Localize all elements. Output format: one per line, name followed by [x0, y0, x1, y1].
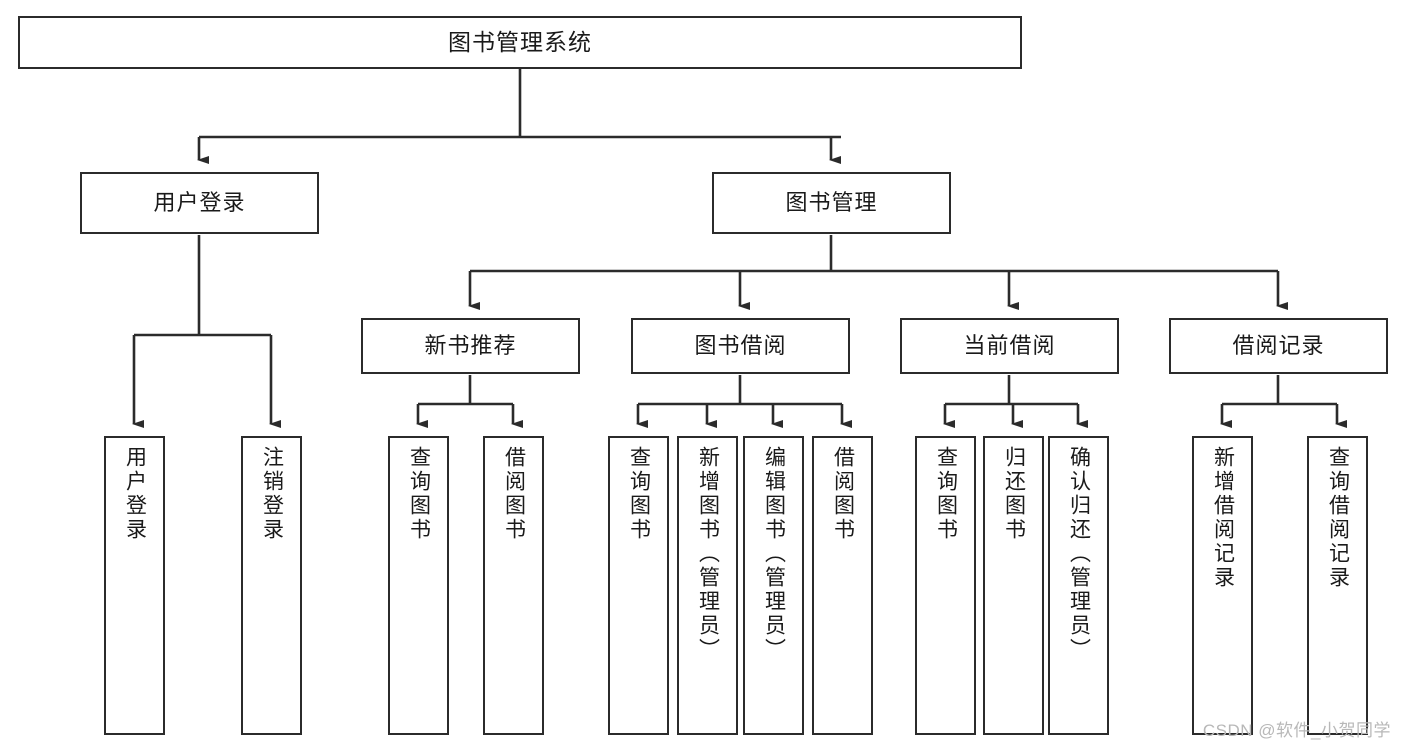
node-label: 查询图书 [627, 446, 651, 542]
node-borrow-records[interactable]: 借阅记录 [1169, 318, 1388, 374]
node-label: 当前借阅 [963, 332, 1056, 358]
node-new-book-recommendation[interactable]: 新书推荐 [361, 318, 580, 374]
node-label: 查询图书 [934, 446, 958, 542]
node-label: 新增图书（管理员） [696, 446, 720, 662]
node-label: 图书管理系统 [448, 28, 592, 55]
node-label: 查询图书 [407, 446, 431, 542]
node-leaf-query-books-recommend[interactable]: 查询图书 [388, 436, 449, 735]
node-leaf-borrow-books[interactable]: 借阅图书 [812, 436, 873, 735]
node-label: 归还图书 [1002, 446, 1026, 542]
node-current-borrowing[interactable]: 当前借阅 [900, 318, 1119, 374]
node-leaf-logout[interactable]: 注销登录 [241, 436, 302, 735]
node-label: 用户登录 [153, 189, 246, 215]
node-label: 编辑图书（管理员） [762, 446, 786, 662]
node-label: 用户登录 [123, 446, 147, 542]
node-book-management[interactable]: 图书管理 [712, 172, 951, 234]
node-leaf-edit-book-admin[interactable]: 编辑图书（管理员） [743, 436, 804, 735]
node-label: 借阅图书 [502, 446, 526, 542]
node-user-login[interactable]: 用户登录 [80, 172, 319, 234]
node-leaf-add-borrow-record[interactable]: 新增借阅记录 [1192, 436, 1253, 735]
node-label: 新书推荐 [424, 332, 517, 358]
node-label: 借阅记录 [1232, 332, 1325, 358]
node-root-book-management-system[interactable]: 图书管理系统 [18, 16, 1022, 69]
node-leaf-query-books-borrowing[interactable]: 查询图书 [608, 436, 669, 735]
node-leaf-query-borrow-record[interactable]: 查询借阅记录 [1307, 436, 1368, 735]
node-label: 借阅图书 [831, 446, 855, 542]
node-leaf-add-book-admin[interactable]: 新增图书（管理员） [677, 436, 738, 735]
node-leaf-confirm-return-admin[interactable]: 确认归还（管理员） [1048, 436, 1109, 735]
node-leaf-return-books[interactable]: 归还图书 [983, 436, 1044, 735]
node-label: 新增借阅记录 [1211, 446, 1235, 590]
node-leaf-borrow-books-recommend[interactable]: 借阅图书 [483, 436, 544, 735]
csdn-watermark: CSDN @软件_小贺同学 [1202, 721, 1391, 740]
node-book-borrowing[interactable]: 图书借阅 [631, 318, 850, 374]
node-leaf-query-books-current[interactable]: 查询图书 [915, 436, 976, 735]
node-leaf-user-login[interactable]: 用户登录 [104, 436, 165, 735]
node-label: 注销登录 [260, 446, 284, 542]
node-label: 查询借阅记录 [1326, 446, 1350, 590]
node-label: 图书借阅 [694, 332, 787, 358]
node-label: 确认归还（管理员） [1067, 446, 1091, 662]
node-label: 图书管理 [785, 189, 878, 215]
